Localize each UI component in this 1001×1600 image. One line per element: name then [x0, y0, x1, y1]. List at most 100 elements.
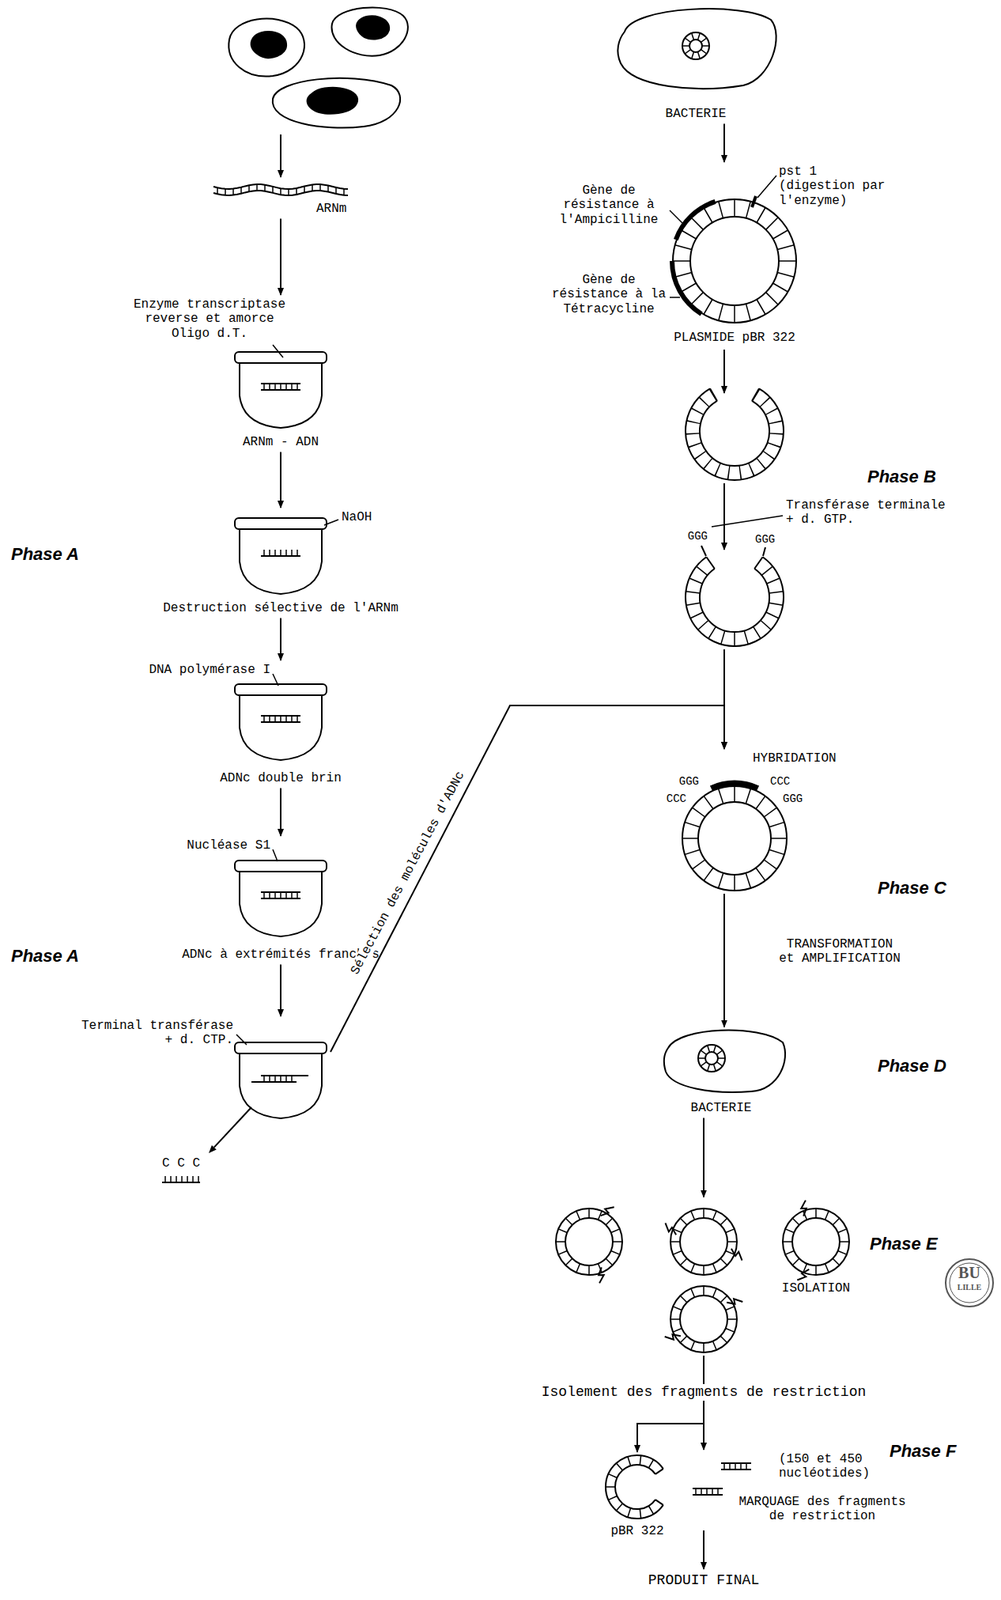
figure-path — [600, 1206, 615, 1216]
figure-path — [260, 1075, 297, 1082]
figure-path — [838, 1228, 847, 1233]
figure-circle — [670, 1285, 737, 1353]
figure-path — [760, 619, 771, 630]
step-caption: Destruction sélective de l'ARNm — [162, 600, 399, 616]
figure-path — [777, 272, 794, 278]
figure-path — [713, 1263, 718, 1273]
figure-path — [720, 1335, 728, 1343]
figure-g — [682, 782, 787, 891]
figure-path — [335, 187, 337, 194]
eukaryotic-cells — [228, 7, 408, 128]
restriction-fragments: (150 et 450 nucléotides)MARQUAGE des fra… — [691, 1451, 912, 1524]
figure-path — [605, 1485, 616, 1488]
figure-path — [718, 872, 724, 888]
figure-path — [708, 626, 717, 639]
figure-path — [251, 1080, 261, 1083]
figure-path — [272, 849, 278, 862]
figure-g — [685, 515, 784, 646]
reaction-tube: DNA polymérase IADNc double brin — [148, 662, 341, 786]
figure-path — [721, 1462, 752, 1470]
figure-path — [825, 1263, 830, 1273]
figure-path — [670, 1240, 680, 1243]
figure-path — [639, 1454, 641, 1465]
figure-path — [839, 1240, 850, 1243]
figure-path — [763, 807, 777, 817]
process-arrow — [279, 218, 282, 295]
figure-path — [672, 260, 691, 262]
figure-path — [691, 217, 704, 231]
figure-path — [679, 1217, 688, 1225]
figure-path — [769, 822, 785, 828]
plasmid-clones: ISOLATION — [555, 1199, 850, 1353]
figure-path — [727, 1240, 737, 1243]
figure-path — [605, 1217, 613, 1225]
figure-path — [703, 796, 714, 809]
figure-path — [713, 1210, 718, 1220]
figure-path — [208, 1144, 217, 1153]
opened-plasmid — [685, 388, 784, 480]
reaction-tube: Nucléase S1ADNc à extrémités franches — [181, 838, 380, 962]
figure-path — [679, 1295, 688, 1303]
figure-path — [274, 549, 276, 556]
figure-path — [239, 695, 322, 760]
figure-path — [696, 566, 708, 575]
figure-path — [617, 8, 776, 89]
figure-path — [778, 260, 797, 262]
figure-path — [815, 1265, 817, 1275]
figure-path — [576, 1263, 581, 1273]
figure-path — [260, 383, 301, 390]
figure-path — [608, 1473, 618, 1478]
figure-path — [356, 15, 390, 39]
step-caption: HYBRIDATION — [752, 751, 837, 766]
figure-path — [825, 1210, 830, 1220]
figure-path — [756, 207, 766, 223]
figure-path — [319, 184, 322, 191]
figure-path — [723, 1462, 726, 1470]
figure-path — [290, 549, 293, 556]
figure-path — [239, 1053, 322, 1119]
figure-path — [271, 186, 274, 193]
figure-path — [731, 1248, 743, 1261]
figure-path — [260, 715, 301, 722]
figure-path — [754, 556, 763, 569]
figure-g — [555, 1200, 850, 1353]
figure-path — [768, 602, 783, 605]
figure-path — [706, 1488, 708, 1495]
figure-path — [702, 45, 710, 47]
figure-path — [689, 577, 703, 584]
process-arrow — [279, 963, 282, 1017]
figure-path — [576, 1210, 581, 1220]
figure-path — [264, 185, 266, 192]
phase-label: Phase B — [867, 466, 937, 487]
figure-path — [832, 1217, 840, 1225]
figure-path — [664, 1030, 786, 1092]
figure-path — [307, 87, 359, 114]
figure-path — [710, 782, 758, 789]
figure-path — [755, 796, 766, 809]
figure-path — [679, 1335, 688, 1343]
tail-label: GGG — [687, 529, 708, 543]
figure-path — [260, 891, 301, 899]
figure-path — [675, 245, 692, 250]
figure-path — [757, 175, 777, 198]
tail-label: GGG — [679, 774, 699, 788]
figure-path — [699, 400, 770, 466]
figure-path — [565, 1217, 573, 1225]
process-arrow — [723, 893, 726, 1028]
figure-path — [214, 1106, 252, 1148]
figure-path — [274, 383, 276, 390]
figure-path — [720, 1217, 728, 1225]
figure-path — [639, 1508, 641, 1519]
figure-path — [740, 1462, 742, 1470]
figure-circle — [792, 1217, 840, 1266]
figure-circle — [565, 1217, 613, 1266]
final-product-label: PRODUIT FINAL — [648, 1571, 760, 1589]
figure-path — [733, 305, 736, 323]
figure-path — [701, 49, 707, 54]
figure-path — [268, 715, 271, 722]
phase-label: Phase A — [11, 543, 80, 564]
figure-path — [296, 383, 299, 390]
